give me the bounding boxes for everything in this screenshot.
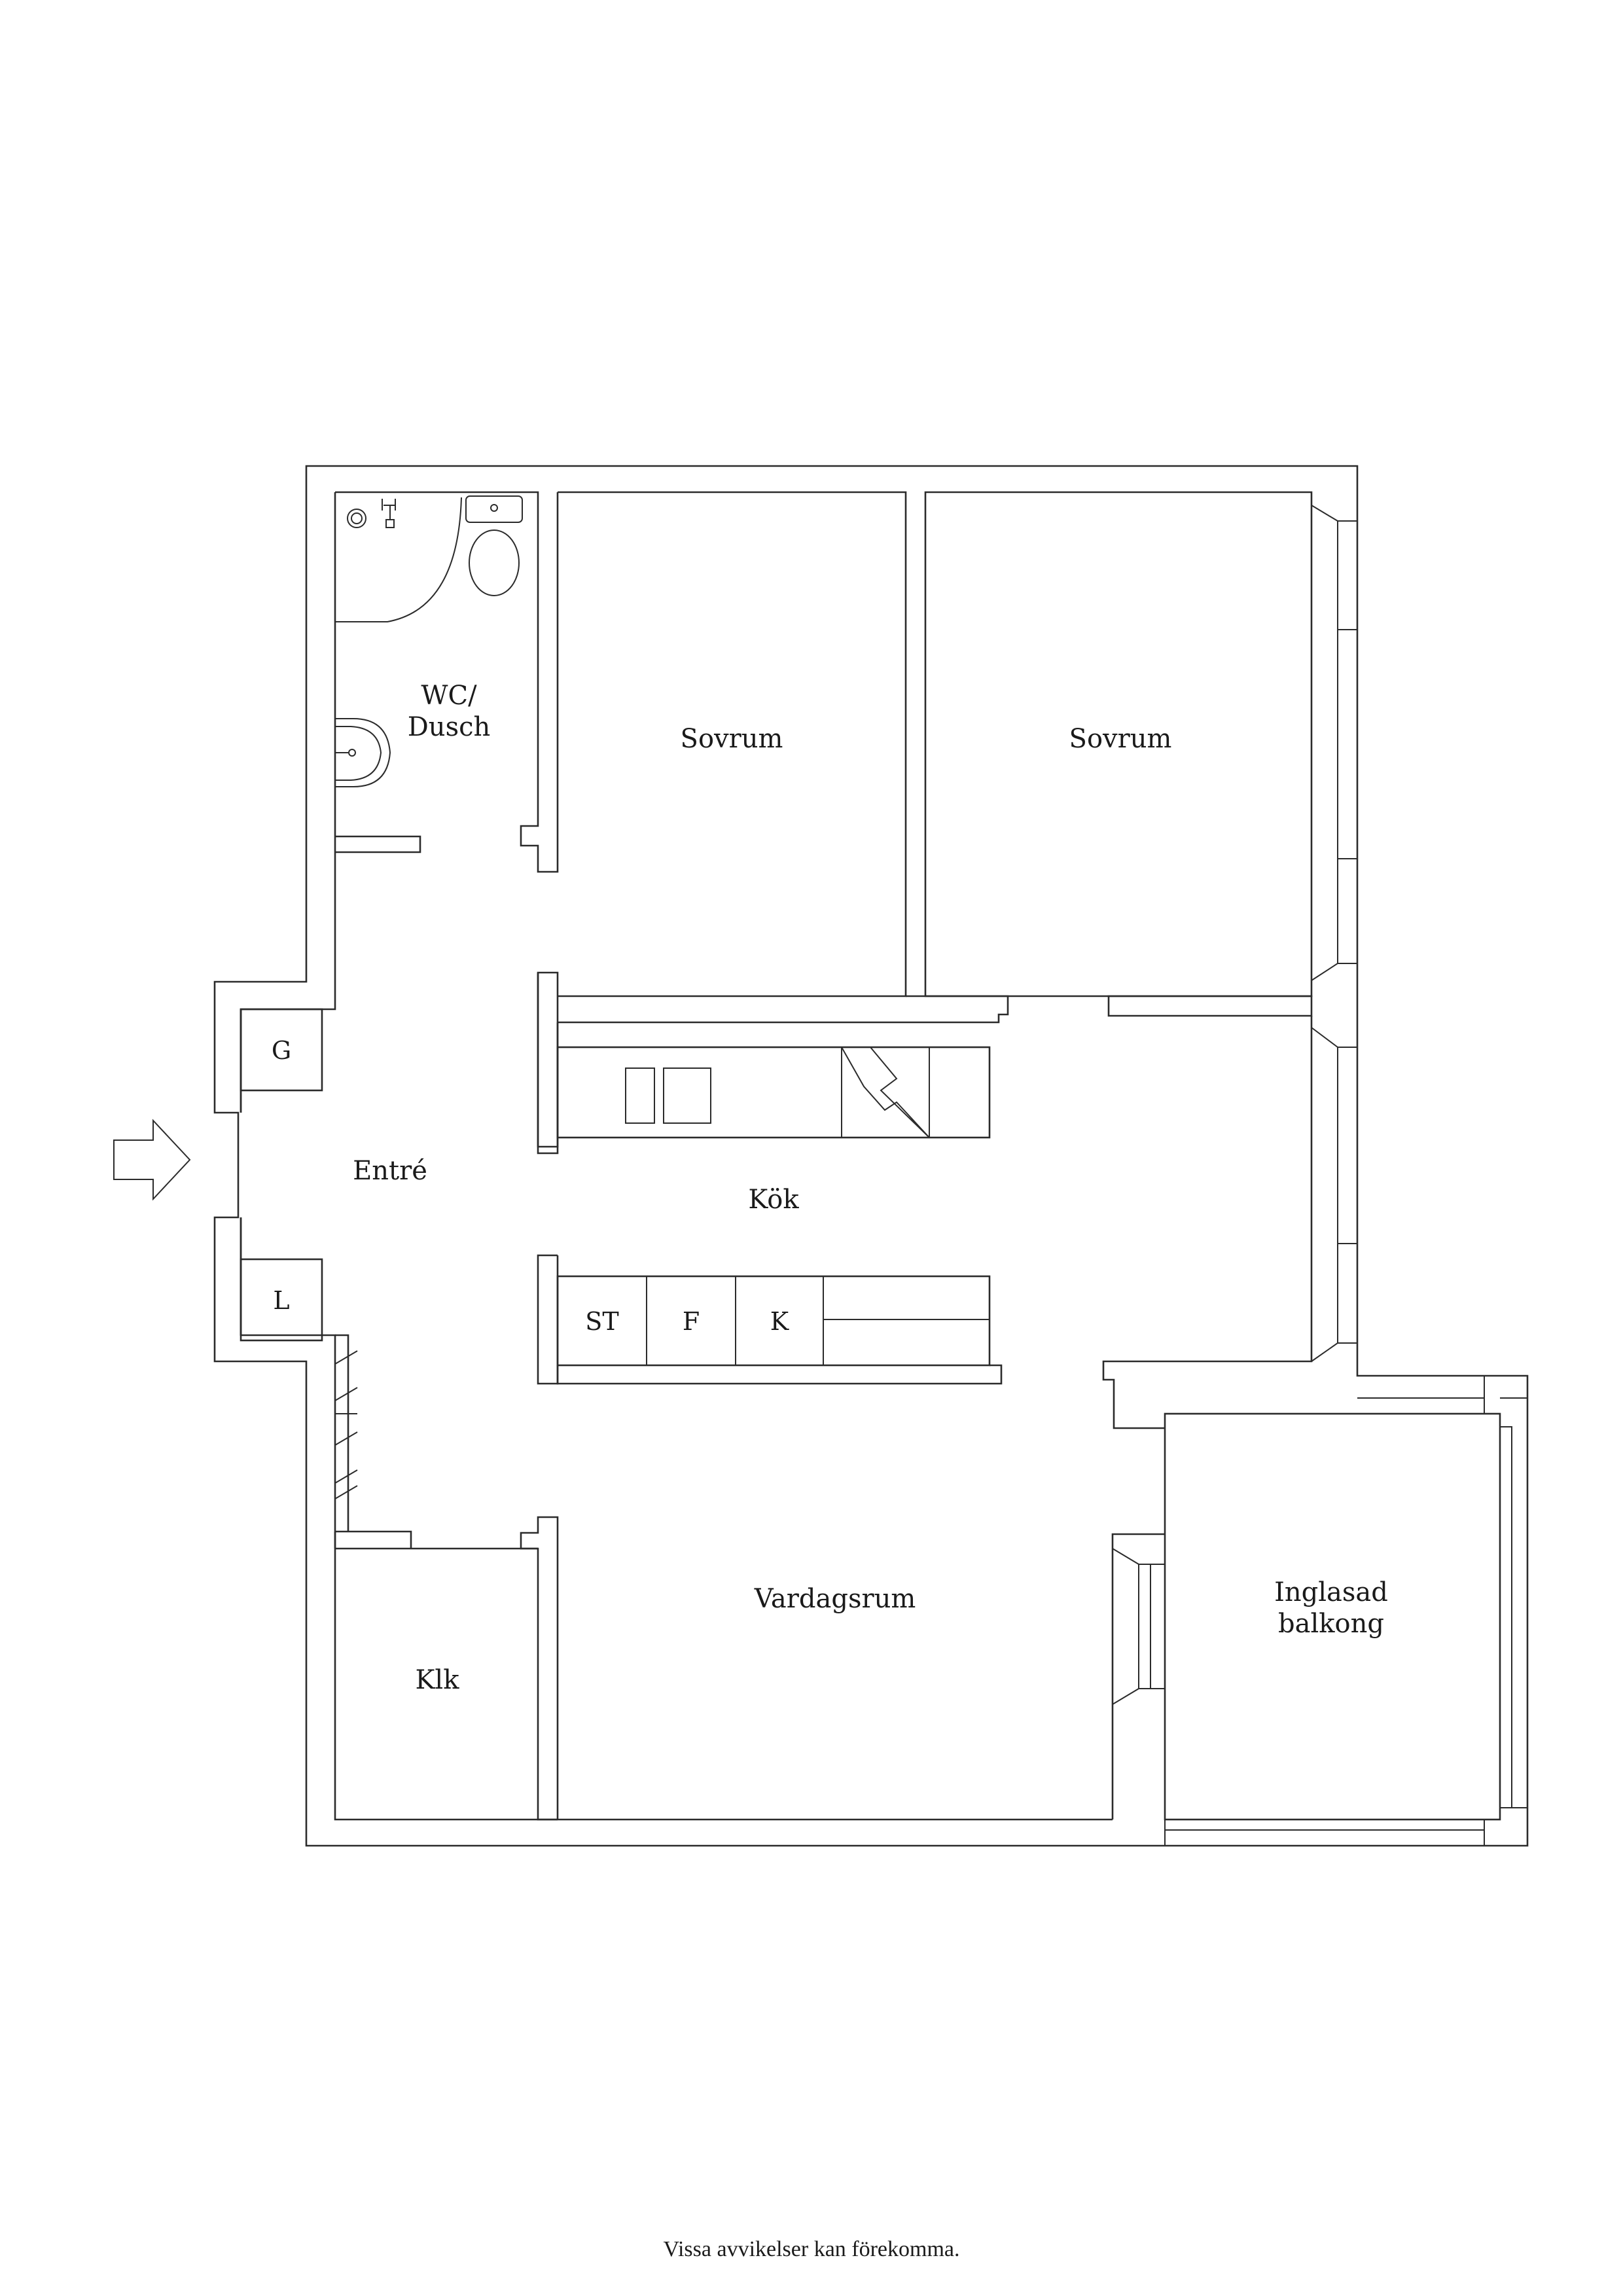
shower-drain-icon — [347, 509, 366, 528]
wc-label-line-1: WC/ — [421, 681, 477, 711]
bedroom-1-label: Sovrum — [681, 724, 783, 754]
kitchen-counter-upper — [537, 973, 991, 1155]
entrance-label: Entré — [353, 1156, 427, 1186]
electrical-panel-icon — [840, 1047, 930, 1138]
living-room — [520, 1516, 1165, 1820]
balcony-label-line-2: balkong — [1278, 1609, 1384, 1639]
glazed-balcony — [1164, 1375, 1527, 1846]
entrance-fixtures — [240, 1008, 323, 1342]
walk-in-closet — [334, 1334, 558, 1821]
bedroom-1 — [537, 491, 907, 1148]
disclaimer-text: Vissa avvikelser kan förekomma. — [663, 2237, 960, 2261]
fixture-l-label: L — [273, 1286, 289, 1315]
kitchen-window — [1102, 1016, 1357, 1429]
kitchen-counter-lower — [537, 1254, 1003, 1385]
toilet-icon — [465, 495, 523, 523]
fixture-k-label: K — [770, 1307, 789, 1336]
fixture-g-label: G — [272, 1036, 291, 1065]
living-room-label: Vardagsrum — [754, 1584, 916, 1614]
balcony-label-line-1: Inglasad — [1274, 1577, 1388, 1607]
fixture-f-label: F — [683, 1307, 700, 1336]
closet-label: Klk — [416, 1665, 460, 1695]
fixture-st-label: ST — [585, 1307, 618, 1336]
wc-label-line-2: Dusch — [408, 712, 491, 742]
partition-walls — [558, 995, 1313, 1024]
kitchen-label: Kök — [748, 1185, 799, 1215]
stove-icon — [625, 1067, 655, 1124]
sink-icon — [335, 718, 391, 787]
bathroom — [335, 491, 559, 873]
entrance-arrow-icon — [113, 1119, 191, 1201]
shower-head-icon — [382, 499, 396, 528]
bedroom-2 — [906, 491, 1357, 997]
bedroom-2-label: Sovrum — [1069, 724, 1172, 754]
